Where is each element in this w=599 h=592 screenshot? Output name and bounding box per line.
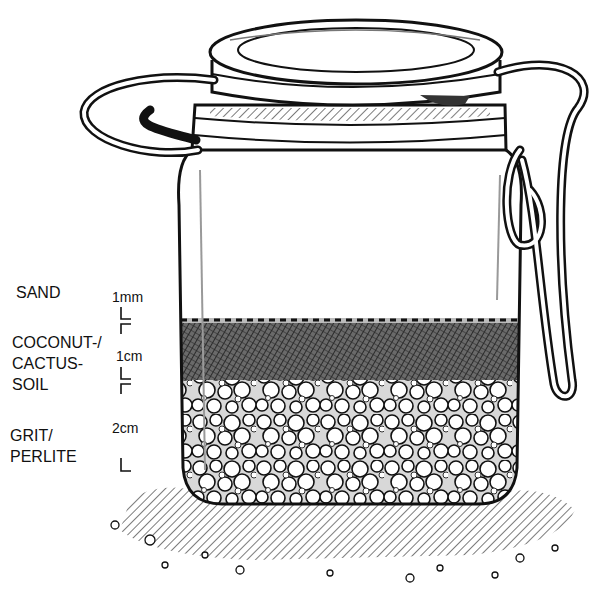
- neck-ring: [194, 135, 506, 143]
- scattered-grit: [111, 521, 558, 582]
- glass-reflection: [200, 170, 205, 470]
- neck-shade: [210, 108, 490, 121]
- dimension-label: 1mm: [112, 289, 143, 305]
- layer-label: GRIT/ PERLITE: [10, 425, 77, 467]
- jar-outline: [179, 150, 522, 504]
- jar-neck: [192, 105, 506, 150]
- lid-tab: [420, 95, 470, 106]
- lid-top: [210, 20, 502, 84]
- dimension-label: 1cm: [116, 348, 142, 364]
- dimension-bracket: [121, 307, 131, 471]
- sand-layer: [170, 318, 530, 323]
- sand-dots: [170, 319, 530, 322]
- wire-highlight: [84, 65, 584, 396]
- layer-label: COCONUT-/ CACTUS- SOIL: [12, 332, 102, 395]
- grit-layer: [170, 378, 530, 518]
- glass-reflection: [497, 175, 500, 300]
- dimension-label: 2cm: [112, 420, 138, 436]
- wire-clasp: [84, 65, 584, 396]
- soil-layer: [170, 322, 530, 380]
- layer-label: SAND: [16, 282, 60, 303]
- lid-hatch: [230, 30, 480, 40]
